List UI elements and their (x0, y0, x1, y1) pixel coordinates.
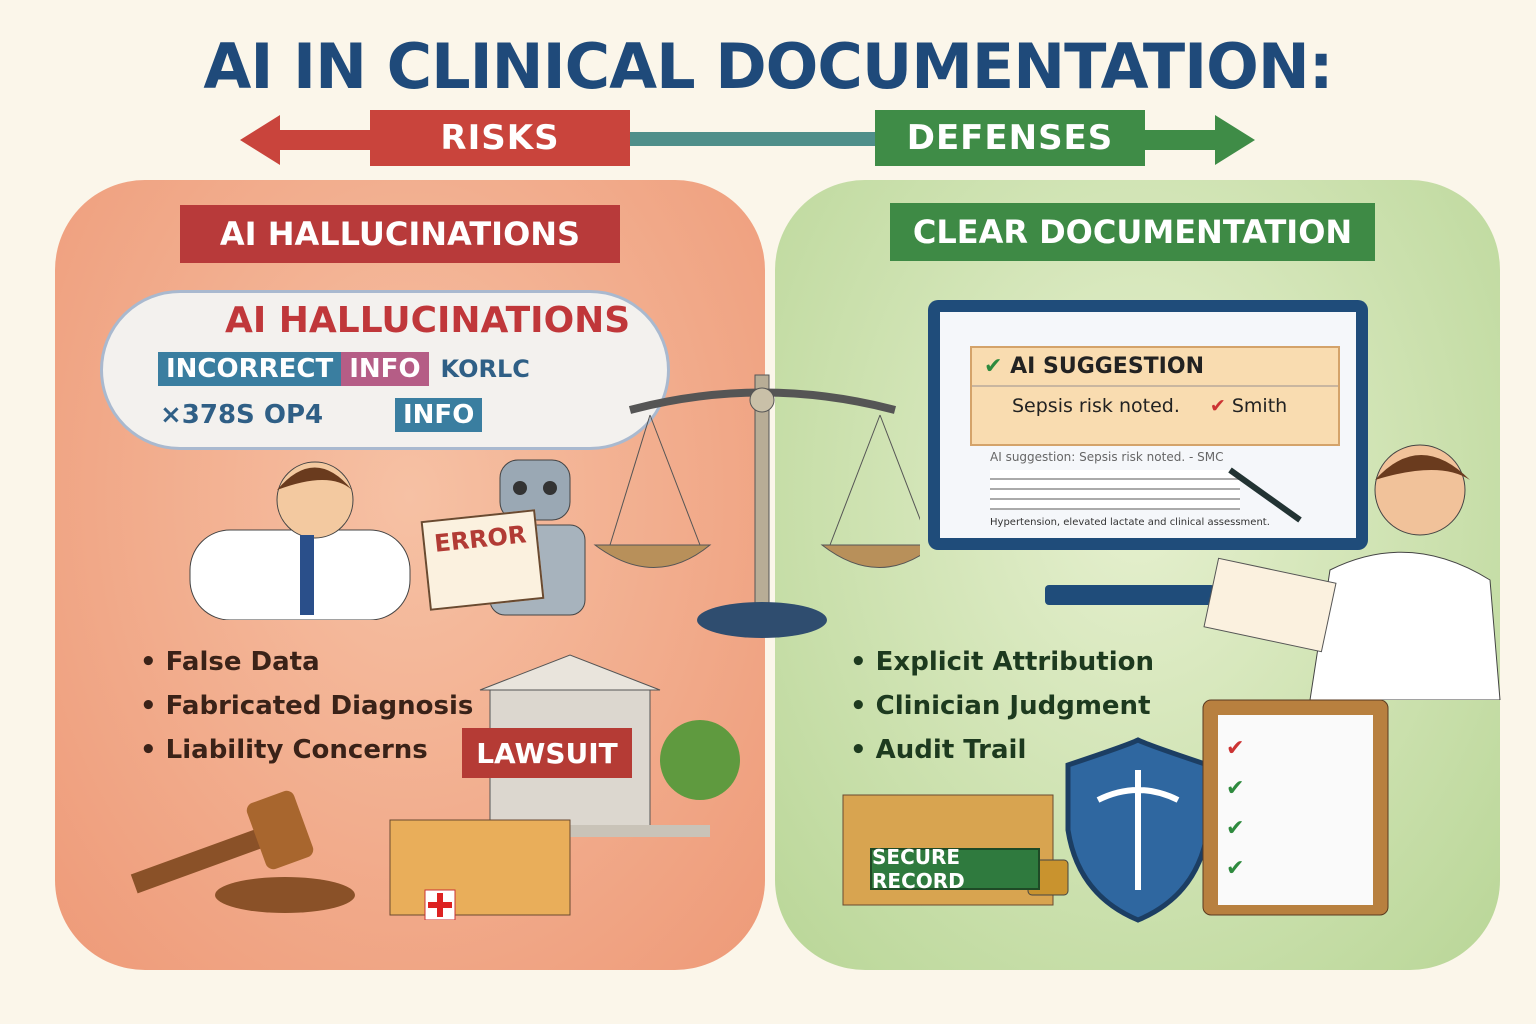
suggestion-title: AI SUGGESTION (1010, 354, 1204, 379)
risk-item: • Fabricated Diagnosis (140, 691, 474, 721)
left-arrow-icon (240, 115, 380, 165)
clinician-coat (1309, 551, 1501, 700)
secure-record-label: SECURE RECORD (870, 845, 1040, 893)
defenses-banner: DEFENSES (875, 110, 1145, 166)
caduceus-icon (1096, 770, 1180, 890)
risk-item: • Liability Concerns (140, 735, 428, 765)
risk-defense-arrow (240, 115, 1255, 165)
checkmark-icon: ✔ (984, 354, 1003, 379)
ai-suggestion-box: ✔ AI SUGGESTION Sepsis risk noted. ✔ Smi… (970, 346, 1340, 446)
arrow-shaft (630, 132, 880, 146)
gavel-folder-illustration (130, 790, 571, 920)
suggestion-text: Sepsis risk noted. (1012, 395, 1180, 417)
svg-text:✔: ✔ (1226, 736, 1244, 761)
defense-item: • Clinician Judgment (850, 691, 1151, 721)
blurred-lines (990, 470, 1240, 510)
defense-item: • Explicit Attribution (850, 647, 1154, 677)
lawsuit-sign: LAWSUIT (462, 728, 632, 778)
gavel-icon (130, 826, 270, 894)
svg-text:✔: ✔ (1226, 856, 1244, 881)
paper-icon (1203, 557, 1337, 653)
tie (300, 535, 314, 615)
screen-line: Hypertension, elevated lactate and clini… (990, 517, 1270, 528)
page-title: AI IN CLINICAL DOCUMENTATION: (203, 30, 1333, 103)
doctor-robot-illustration (189, 459, 586, 620)
right-arrow-icon (1140, 115, 1255, 165)
signature-check-icon: ✔ (1209, 395, 1226, 417)
screen-line: AI suggestion: Sepsis risk noted. - SMC (990, 450, 1224, 464)
ehr-screen: ✔ AI SUGGESTION Sepsis risk noted. ✔ Smi… (940, 312, 1356, 538)
cloud-title: AI HALLUCINATIONS (225, 300, 631, 341)
incorrect-tag: INCORRECT (158, 352, 342, 386)
pen-icon (1228, 467, 1302, 523)
defense-list: • Explicit Attribution • Clinician Judgm… (850, 647, 1154, 765)
svg-text:✔: ✔ (1226, 776, 1244, 801)
monitor-stand (1045, 585, 1215, 605)
signer-name: Smith (1231, 395, 1288, 417)
risk-list: • False Data • Fabricated Diagnosis • Li… (140, 647, 473, 765)
hallucinations-ribbon: AI HALLUCINATIONS (180, 205, 620, 263)
error-paper: ERROR (420, 509, 545, 611)
svg-text:✔: ✔ (1226, 816, 1244, 841)
garbled-text: ×378S OP4 (160, 400, 324, 430)
risk-item: • False Data (140, 647, 320, 677)
clinician-illustration (1203, 444, 1501, 700)
folder-icon (389, 819, 571, 916)
clear-documentation-ribbon: CLEAR DOCUMENTATION (890, 203, 1375, 261)
info-tag: INFO (395, 398, 483, 432)
risks-banner: RISKS (370, 110, 630, 166)
info-tag: INFO (341, 352, 429, 386)
scales-of-justice-icon (593, 374, 920, 638)
computer-monitor: ✔ AI SUGGESTION Sepsis risk noted. ✔ Smi… (928, 300, 1368, 550)
tree-icon (660, 720, 740, 800)
garbled-text: KORLC (440, 355, 530, 383)
defense-item: • Audit Trail (850, 735, 1027, 765)
